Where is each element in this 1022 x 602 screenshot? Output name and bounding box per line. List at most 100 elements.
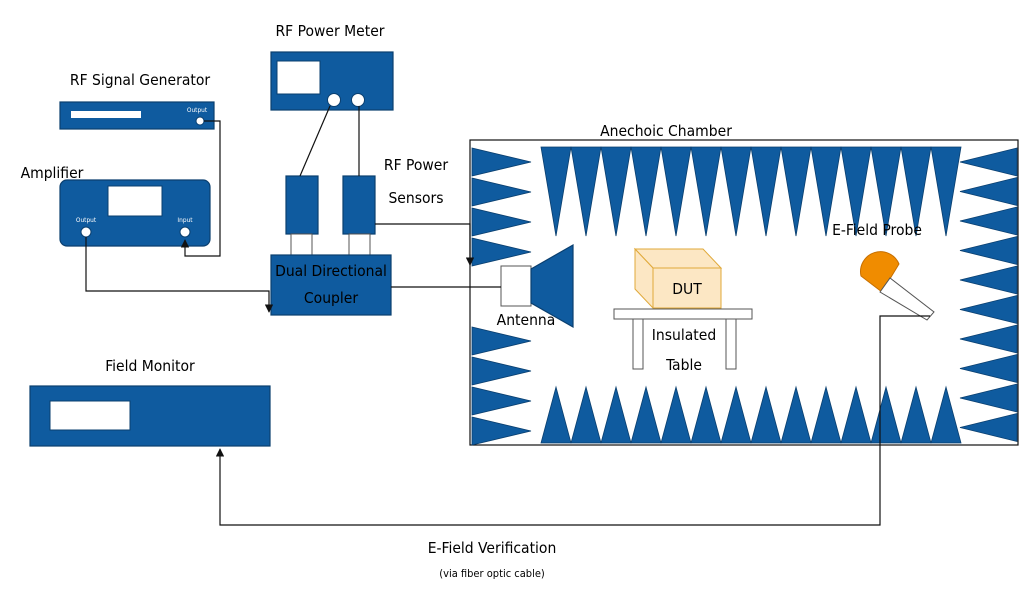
absorber-top <box>870 146 902 237</box>
dual-directional-coupler-label-line1: Dual Directional <box>275 262 387 280</box>
absorber-bottom <box>540 385 572 444</box>
dut-label: DUT <box>672 280 702 298</box>
antenna-connector <box>500 265 532 307</box>
rf-power-sensor-2-connector <box>348 233 371 257</box>
absorber-right <box>959 176 1018 207</box>
absorber-top <box>690 146 722 237</box>
absorber-top <box>750 146 782 237</box>
rf-power-meter <box>270 51 394 111</box>
absorber-left <box>471 177 532 207</box>
absorber-top <box>540 146 572 237</box>
wire-meter-to-sensor-1 <box>299 105 331 177</box>
rf-power-sensors-label-line2: Sensors <box>388 189 443 207</box>
absorber-right <box>959 383 1018 413</box>
dut-front <box>652 267 722 309</box>
absorber-left <box>471 356 532 386</box>
dut: DUT <box>633 247 723 310</box>
absorber-left <box>471 207 532 237</box>
insulated-table: Insulated Table <box>613 308 753 374</box>
wire-probe-to-field-monitor <box>215 315 930 526</box>
absorber-bottom <box>720 385 752 444</box>
absorber-left <box>471 237 532 267</box>
antenna: Antenna <box>497 243 574 329</box>
absorbers-right <box>959 147 1018 443</box>
rf-signal-generator-output-label: Output <box>187 106 208 114</box>
amplifier-input-label: Input <box>177 216 193 224</box>
e-field-probe <box>860 251 935 321</box>
absorber-bottom <box>870 385 902 444</box>
e-field-probe-label: E-Field Probe <box>832 221 922 239</box>
absorber-top <box>570 146 602 237</box>
anechoic-chamber <box>469 139 1019 446</box>
rf-power-sensor-1-body <box>285 175 319 235</box>
e-field-probe-handle <box>879 277 935 321</box>
absorber-bottom <box>630 385 662 444</box>
rf-signal-generator: Output <box>59 101 215 130</box>
absorber-bottom <box>750 385 782 444</box>
absorber-bottom <box>930 385 962 444</box>
rf-signal-generator-output-port <box>195 116 205 126</box>
anechoic-chamber-label: Anechoic Chamber <box>600 122 732 140</box>
absorber-top <box>900 146 932 237</box>
insulated-table-label-line1: Insulated <box>652 326 716 344</box>
absorber-right <box>959 147 1018 177</box>
dual-directional-coupler: Dual Directional Coupler <box>270 254 392 316</box>
rf-power-meter-port-1 <box>327 93 341 107</box>
amplifier-output-port <box>80 226 92 238</box>
rf-power-meter-display <box>276 60 321 95</box>
absorber-right <box>959 324 1018 354</box>
absorber-top <box>720 146 752 237</box>
rf-power-sensor-1 <box>285 175 319 257</box>
absorber-bottom <box>900 385 932 444</box>
rf-power-meter-label: RF Power Meter <box>275 22 384 40</box>
absorber-top <box>660 146 692 237</box>
absorber-top <box>930 146 962 237</box>
rf-power-sensor-2-body <box>342 175 376 235</box>
connections <box>85 105 930 526</box>
amplifier-output-label: Output <box>76 216 97 224</box>
absorbers-bottom <box>540 385 962 444</box>
absorber-left <box>471 326 532 356</box>
absorber-left <box>471 416 532 446</box>
wire-amplifier-to-coupler <box>85 237 274 313</box>
insulated-table-leg-right <box>725 318 737 370</box>
insulated-table-top <box>613 308 753 320</box>
rf-power-sensors-label-line1: RF Power <box>384 156 449 174</box>
fiber-optic-note: (via fiber optic cable) <box>439 567 545 580</box>
absorber-right <box>959 235 1018 266</box>
absorber-bottom <box>840 385 872 444</box>
absorber-right <box>959 294 1018 325</box>
amplifier-display <box>107 185 163 217</box>
absorber-bottom <box>780 385 812 444</box>
absorber-top <box>600 146 632 237</box>
wire-sensor-to-chamber <box>375 223 475 266</box>
absorber-right <box>959 353 1018 384</box>
absorbers-left <box>471 147 532 446</box>
rf-signal-generator-label: RF Signal Generator <box>70 71 210 89</box>
absorber-bottom <box>660 385 692 444</box>
absorber-bottom <box>600 385 632 444</box>
field-monitor <box>29 385 271 447</box>
amplifier: Output Input <box>59 179 211 247</box>
absorber-top <box>810 146 842 237</box>
rf-power-meter-port-2 <box>351 93 365 107</box>
absorber-right <box>959 265 1018 295</box>
rf-signal-generator-slot <box>71 111 141 118</box>
antenna-label: Antenna <box>497 311 556 329</box>
dual-directional-coupler-label-line2: Coupler <box>304 289 358 307</box>
absorber-bottom <box>570 385 602 444</box>
wire-generator-to-amplifier <box>180 120 221 257</box>
e-field-verification-label: E-Field Verification <box>428 539 557 557</box>
absorber-bottom <box>690 385 722 444</box>
absorber-bottom <box>810 385 842 444</box>
absorber-left <box>471 386 532 416</box>
insulated-table-leg-left <box>632 318 644 370</box>
absorber-top <box>780 146 812 237</box>
field-monitor-label: Field Monitor <box>105 357 195 375</box>
absorber-right <box>959 412 1018 443</box>
absorber-left <box>471 147 532 177</box>
amplifier-label: Amplifier <box>21 164 84 182</box>
antenna-horn <box>530 243 574 329</box>
amplifier-input-port <box>179 226 191 238</box>
